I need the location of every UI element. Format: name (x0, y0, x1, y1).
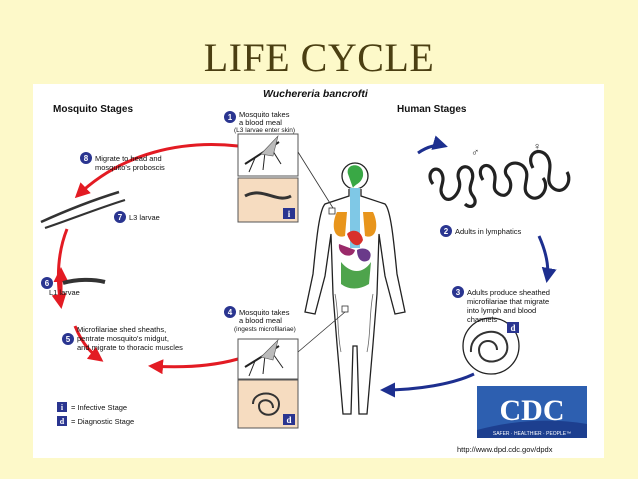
pointer-1 (297, 151, 334, 209)
legend-infective-swatch (57, 402, 67, 412)
badge-diagnostic-4-label: d (286, 415, 291, 425)
arrow-5-to-6 (73, 325, 104, 362)
arrow-3-to-4 (380, 372, 475, 398)
step-7-caption: L3 larvae (129, 213, 160, 222)
slide-title: LIFE CYCLE (203, 35, 435, 80)
badge-infective-1 (283, 208, 295, 219)
step-circle-2: 2 (440, 225, 452, 237)
adult-worm-extra (529, 150, 571, 192)
legend-infective-label: = Infective Stage (71, 403, 127, 412)
step-number-1: 1 (228, 113, 233, 122)
badge-diagnostic-3-label: d (510, 323, 515, 333)
badge-diagnostic-4 (283, 414, 295, 425)
human-organs (333, 165, 377, 353)
source-url: http://www.dpd.cdc.gov/dpdx (457, 445, 553, 454)
step-circle-1: 1 (224, 111, 236, 123)
bite-site-4 (341, 305, 349, 313)
step-3-caption: Adults produce sheathed microfilariae th… (467, 288, 552, 324)
heading-human-stages: Human Stages (397, 104, 467, 115)
step-6-caption: L1 larvae (49, 288, 80, 297)
arrow-4-to-5 (148, 357, 239, 375)
arrow-2-to-3 (537, 235, 557, 283)
arrow-human-entry (417, 135, 448, 155)
legend: i = Infective Stage d = Diagnostic Stage (57, 402, 134, 426)
step-circle-8: 8 (80, 152, 92, 164)
stage-box-4-mosquito (237, 338, 299, 380)
step-number-6: 6 (45, 279, 50, 288)
badge-diagnostic-3 (507, 322, 519, 333)
step-number-2: 2 (444, 227, 449, 236)
legend-diagnostic-mark: d (60, 417, 65, 426)
bite-site-1 (328, 207, 336, 215)
arrow-1-to-8 (74, 143, 239, 199)
heading-mosquito-stages: Mosquito Stages (53, 104, 133, 115)
step-number-4: 4 (228, 308, 233, 317)
male-symbol: ♂ (471, 147, 479, 159)
step-number-5: 5 (66, 335, 71, 344)
legend-infective-mark: i (61, 403, 64, 412)
l3-larvae-worm-a (40, 190, 120, 224)
microfilaria-circle (462, 317, 520, 375)
legend-diagnostic-label: = Diagnostic Stage (71, 417, 134, 426)
step-8-caption: Migrate to head and mosquito's proboscis (95, 154, 165, 172)
l3-larva-worm (244, 191, 292, 200)
female-symbol: ♀ (533, 141, 541, 153)
step-1-caption: Mosquito takes a blood meal (L3 larvae e… (234, 110, 295, 134)
step-circle-7: 7 (114, 211, 126, 223)
mosquito-icon (244, 134, 282, 173)
l1-larvae-worm (62, 277, 106, 285)
step-circle-6: 6 (41, 277, 53, 289)
organism-name: Wuchereria bancrofti (263, 88, 369, 100)
cdc-logo-tagline: SAFER · HEALTHIER · PEOPLE™ (493, 431, 571, 437)
legend-diagnostic-swatch (57, 416, 67, 426)
step-5-caption: Microfilariae shed sheaths, pentrate mos… (77, 325, 183, 352)
step-number-3: 3 (456, 288, 461, 297)
stage-box-4-microfilaria (237, 379, 299, 429)
step-2-caption: Adults in lymphatics (455, 227, 522, 236)
step-4-caption: Mosquito takes a blood meal (ingests mic… (234, 308, 296, 333)
mosquito-icon-4 (244, 339, 284, 377)
pointer-4 (297, 311, 346, 353)
cdc-logo-text: CDC (500, 394, 565, 427)
life-cycle-diagram: Wuchereria bancrofti Mosquito Stages Hum… (33, 84, 604, 458)
step-circle-4: 4 (224, 306, 236, 318)
microfilaria-coil (252, 392, 281, 416)
step-circle-5: 5 (62, 333, 74, 345)
adult-worm-male (478, 161, 548, 200)
cdc-logo: CDC SAFER · HEALTHIER · PEOPLE™ (477, 386, 587, 438)
step-number-7: 7 (118, 213, 123, 222)
adult-worm-female (428, 165, 477, 208)
sheathed-microfilaria (469, 330, 509, 363)
diagram-canvas: Wuchereria bancrofti Mosquito Stages Hum… (40, 88, 587, 454)
badge-infective-1-label: i (288, 209, 291, 219)
step-number-8: 8 (84, 154, 89, 163)
l3-larvae-worm-b (44, 198, 126, 230)
step-circle-3: 3 (452, 286, 464, 298)
